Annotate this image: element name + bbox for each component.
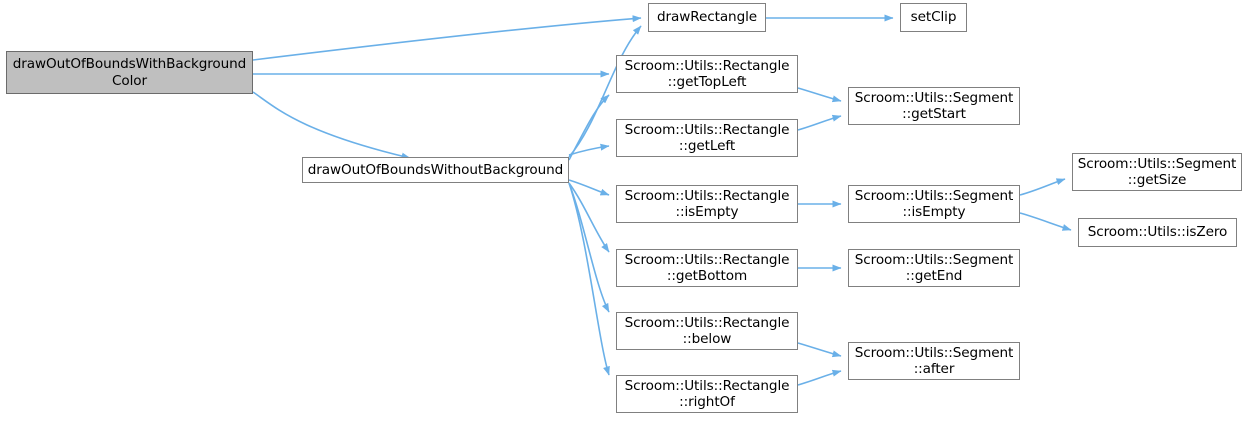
graph-node-label: Scroom::Utils::isZero xyxy=(1087,224,1228,241)
graph-node-Rectangle_below[interactable]: Scroom::Utils::Rectangle ::below xyxy=(616,312,798,350)
graph-node-label: setClip xyxy=(910,9,957,26)
graph-edge-drawOutOfBoundsWithoutBackground-to-Rectangle_getTopLeft xyxy=(568,94,610,161)
graph-node-drawOutOfBoundsWithBackgroundColor[interactable]: drawOutOfBoundsWithBackground Color xyxy=(6,51,253,94)
graph-node-label: Scroom::Utils::Segment ::getStart xyxy=(854,89,1014,123)
graph-node-label: Scroom::Utils::Segment ::after xyxy=(854,344,1014,378)
graph-edge-drawOutOfBoundsWithoutBackground-to-Rectangle_getBottom xyxy=(568,182,610,253)
graph-edge-drawOutOfBoundsWithoutBackground-to-Rectangle_below xyxy=(568,182,610,313)
graph-node-label: Scroom::Utils::Rectangle ::getTopLeft xyxy=(624,57,790,91)
graph-node-Rectangle_isEmpty[interactable]: Scroom::Utils::Rectangle ::isEmpty xyxy=(616,185,798,223)
graph-edge-Segment_isEmpty-to-isZero xyxy=(1019,212,1072,231)
graph-edge-Rectangle_below-to-Segment_after xyxy=(797,342,842,358)
graph-node-isZero[interactable]: Scroom::Utils::isZero xyxy=(1078,218,1237,247)
graph-edge-drawOutOfBoundsWithBackgroundColor-to-drawRectangle xyxy=(252,15,642,61)
graph-node-Rectangle_getLeft[interactable]: Scroom::Utils::Rectangle ::getLeft xyxy=(616,119,798,157)
graph-node-Segment_isEmpty[interactable]: Scroom::Utils::Segment ::isEmpty xyxy=(848,185,1020,223)
graph-node-Rectangle_getTopLeft[interactable]: Scroom::Utils::Rectangle ::getTopLeft xyxy=(616,55,798,93)
graph-edge-Rectangle_getLeft-to-Segment_getStart xyxy=(797,114,842,131)
graph-node-Rectangle_getBottom[interactable]: Scroom::Utils::Rectangle ::getBottom xyxy=(616,249,798,287)
graph-node-label: Scroom::Utils::Rectangle ::getBottom xyxy=(624,251,790,285)
graph-node-label: drawRectangle xyxy=(656,9,758,26)
graph-node-drawOutOfBoundsWithoutBackground[interactable]: drawOutOfBoundsWithoutBackground xyxy=(302,157,569,183)
graph-edge-drawOutOfBoundsWithoutBackground-to-Rectangle_rightOf xyxy=(568,182,610,376)
graph-node-Rectangle_rightOf[interactable]: Scroom::Utils::Rectangle ::rightOf xyxy=(616,375,798,413)
graph-node-label: Scroom::Utils::Rectangle ::isEmpty xyxy=(624,187,790,221)
graph-edge-drawOutOfBoundsWithBackgroundColor-to-drawOutOfBoundsWithoutBackground xyxy=(252,91,411,160)
graph-node-Segment_getEnd[interactable]: Scroom::Utils::Segment ::getEnd xyxy=(848,249,1020,287)
graph-node-label: Scroom::Utils::Rectangle ::getLeft xyxy=(624,121,790,155)
graph-node-label: drawOutOfBoundsWithoutBackground xyxy=(307,161,564,178)
graph-edge-drawOutOfBoundsWithoutBackground-to-Rectangle_isEmpty xyxy=(568,179,610,196)
graph-node-Segment_getStart[interactable]: Scroom::Utils::Segment ::getStart xyxy=(848,87,1020,125)
graph-edge-drawOutOfBoundsWithoutBackground-to-Rectangle_getLeft xyxy=(568,143,610,156)
graph-node-label: Scroom::Utils::Rectangle ::rightOf xyxy=(624,377,790,411)
graph-node-drawRectangle[interactable]: drawRectangle xyxy=(648,3,766,32)
graph-edge-Segment_isEmpty-to-Segment_getSize xyxy=(1019,178,1066,196)
graph-edge-Rectangle_getTopLeft-to-Segment_getStart xyxy=(797,87,842,103)
graph-node-label: Scroom::Utils::Rectangle ::below xyxy=(624,314,790,348)
graph-node-Segment_after[interactable]: Scroom::Utils::Segment ::after xyxy=(848,342,1020,380)
graph-node-label: Scroom::Utils::Segment ::getEnd xyxy=(854,251,1014,285)
graph-node-label: Scroom::Utils::Segment ::isEmpty xyxy=(854,187,1014,221)
graph-node-Segment_getSize[interactable]: Scroom::Utils::Segment ::getSize xyxy=(1072,153,1242,191)
graph-node-label: drawOutOfBoundsWithBackground Color xyxy=(12,56,247,89)
graph-edge-Rectangle_rightOf-to-Segment_after xyxy=(797,369,842,386)
graph-node-label: Scroom::Utils::Segment ::getSize xyxy=(1077,155,1237,189)
graph-node-setClip[interactable]: setClip xyxy=(900,3,967,32)
